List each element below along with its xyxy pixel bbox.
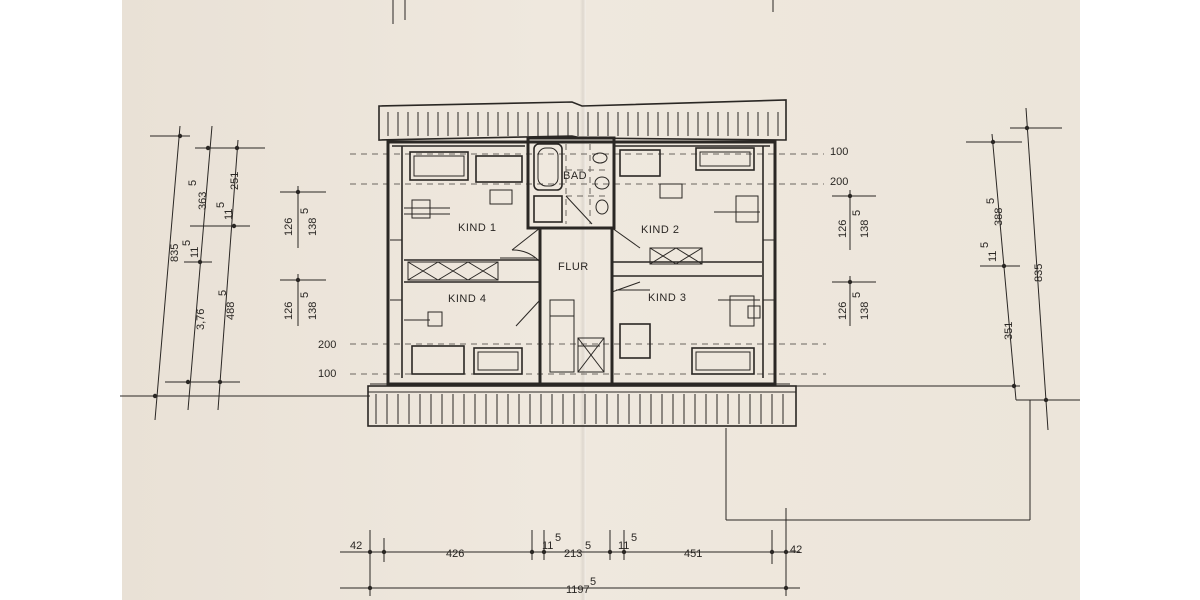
dim-window-right-lower-b-sup: 5 <box>851 292 863 298</box>
dim-bottom-11b: 11 <box>618 540 629 552</box>
dim-bottom-11a-sup: 5 <box>555 532 561 544</box>
dim-bottom-451: 451 <box>684 548 702 560</box>
dim-right-11-sup: 5 <box>979 242 991 248</box>
dim-right-388-sup: 5 <box>985 198 997 204</box>
dim-bottom-total-sup: 5 <box>590 576 596 588</box>
dimension-window-left: 126 138 5 126 138 5 <box>280 186 326 326</box>
room-labels: BAD KIND 1 KIND 2 FLUR KIND 4 KIND 3 <box>448 170 686 305</box>
room-label-bad: BAD <box>563 170 587 182</box>
room-label-kind-1: KIND 1 <box>458 222 496 234</box>
dim-window-right-upper-b-sup: 5 <box>851 210 863 216</box>
dim-bottom-42a: 42 <box>350 540 362 552</box>
dim-bottom-426: 426 <box>446 548 464 560</box>
dim-right-total: 835 <box>1033 264 1045 282</box>
room-label-kind-4: KIND 4 <box>448 293 486 305</box>
dim-left-11-sup: 5 <box>215 202 227 208</box>
dim-bottom-11a: 11 <box>542 540 553 552</box>
dim-window-right-lower-b: 138 <box>859 302 871 320</box>
dimension-chain-right: 388 5 11 5 835 351 <box>966 107 1080 431</box>
bathroom <box>526 136 616 230</box>
dim-left-11b-sup: 5 <box>181 240 193 246</box>
dim-window-left-lower-b-sup: 5 <box>299 292 311 298</box>
dim-bottom-213: 213 <box>564 548 582 560</box>
furniture <box>390 147 775 375</box>
dim-left-488-sup: 5 <box>217 290 229 296</box>
dim-window-left-lower-b: 138 <box>307 302 319 320</box>
level-labels: 100 200 200 100 <box>318 146 848 380</box>
dimension-chain-bottom: 42 426 11 5 213 5 11 5 451 42 1197 5 <box>340 508 802 596</box>
dim-left-363-sup: 5 <box>187 180 199 186</box>
room-label-kind-2: KIND 2 <box>641 224 679 236</box>
dim-window-left-lower-a: 126 <box>283 302 295 320</box>
level-label-left-100: 100 <box>318 368 336 380</box>
dim-left-11: 11 <box>223 209 235 220</box>
dim-left-376: 3,76 <box>195 309 207 330</box>
dim-right-11: 11 <box>987 251 999 262</box>
dim-window-right-upper-b: 138 <box>859 220 871 238</box>
dim-left-11b: 11 <box>189 247 201 258</box>
room-label-flur: FLUR <box>558 261 589 273</box>
leader-lines <box>725 400 1031 521</box>
dimension-window-right: 126 138 5 126 138 5 <box>832 190 876 326</box>
dim-right-388: 388 <box>993 208 1005 226</box>
roof-eaves-top <box>378 99 787 141</box>
level-label-right-100: 100 <box>830 146 848 158</box>
dim-left-total: 835 <box>169 244 181 262</box>
dim-window-left-upper-b: 138 <box>307 218 319 236</box>
dim-bottom-42b: 42 <box>790 544 802 556</box>
dim-window-left-upper-b-sup: 5 <box>299 208 311 214</box>
exterior-walls <box>370 140 790 386</box>
dim-bottom-total: 1197 <box>566 584 590 596</box>
dim-bottom-213-sup: 5 <box>585 540 591 552</box>
dimension-chain-left: 835 363 5 251 11 5 11 5 3,76 488 5 <box>120 125 370 421</box>
interior-walls <box>404 227 762 384</box>
paper-sheet <box>122 0 1080 600</box>
top-edge-marks <box>392 0 774 24</box>
dim-window-right-lower-a: 126 <box>837 302 849 320</box>
dim-window-left-upper-a: 126 <box>283 218 295 236</box>
dim-left-488: 488 <box>225 302 237 320</box>
paper-fold <box>580 0 586 600</box>
dim-left-251: 251 <box>229 172 241 190</box>
dim-window-right-upper-a: 126 <box>837 220 849 238</box>
dim-bottom-11b-sup: 5 <box>631 532 637 544</box>
level-label-right-200: 200 <box>830 176 848 188</box>
dim-right-351: 351 <box>1003 322 1015 340</box>
roof-eaves-bottom <box>367 385 1020 427</box>
level-label-left-200: 200 <box>318 339 336 351</box>
dim-left-363: 363 <box>197 192 209 210</box>
room-label-kind-3: KIND 3 <box>648 292 686 304</box>
